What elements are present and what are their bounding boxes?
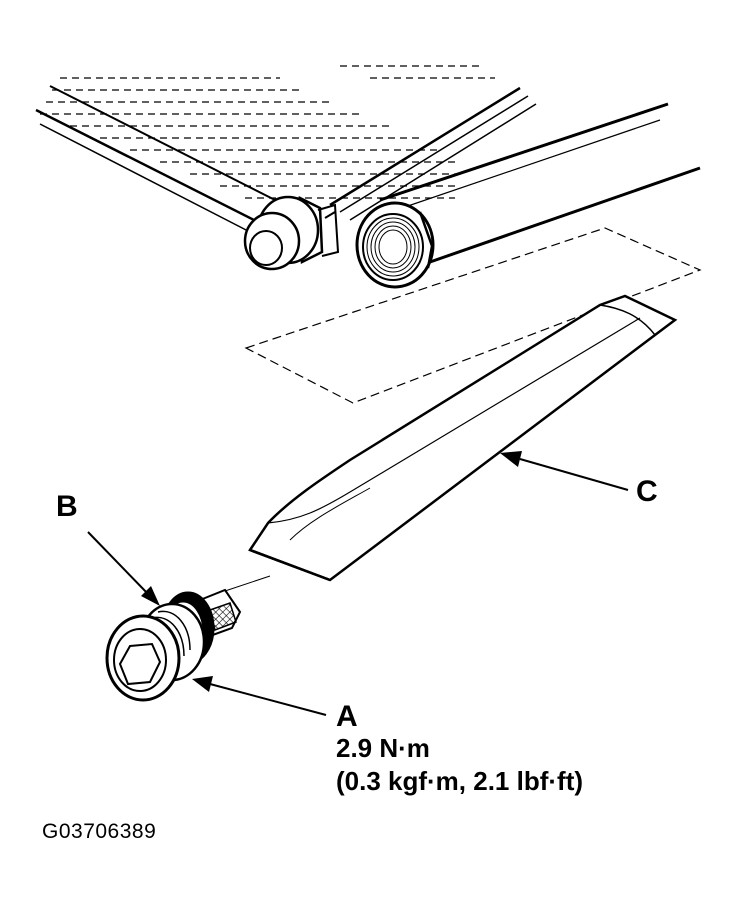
label-c: C	[636, 475, 658, 508]
receiver-tube	[379, 102, 701, 264]
hex-socket	[118, 642, 162, 686]
label-a: A	[336, 700, 358, 733]
plug-assembly	[105, 588, 242, 702]
receiver-opening	[355, 201, 435, 289]
insertion-plane	[244, 227, 702, 404]
torque-spec-alt: (0.3 kgf·m, 2.1 lbf·ft)	[336, 766, 584, 796]
torque-spec-nm: 2.9 N·m	[336, 733, 430, 763]
desiccant-bag	[248, 294, 678, 582]
outlet-fitting	[243, 195, 340, 271]
arrow-a	[209, 683, 327, 716]
figure-id: G03706389	[42, 820, 157, 843]
axis-line	[221, 575, 271, 593]
leader-arrows	[87, 451, 629, 716]
arrow-c	[519, 458, 629, 491]
label-b: B	[56, 490, 78, 523]
arrow-b	[87, 531, 151, 597]
